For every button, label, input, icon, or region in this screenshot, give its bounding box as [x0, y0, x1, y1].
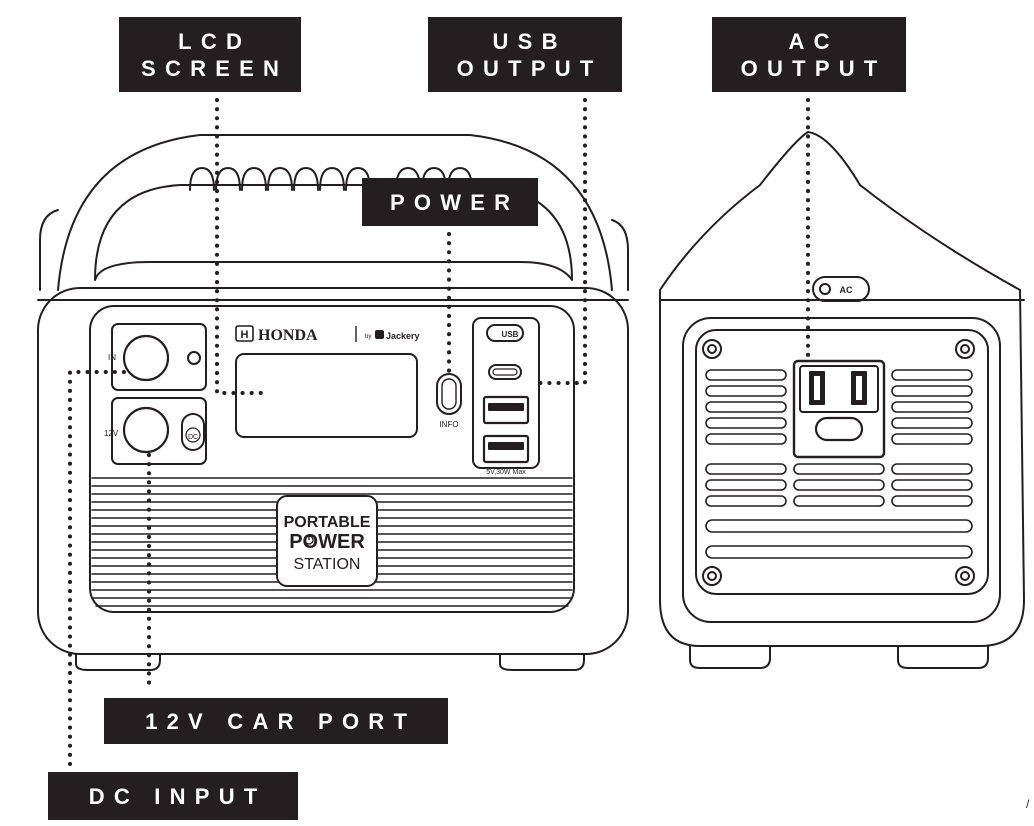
leader-lcd [215, 98, 264, 395]
right-bumper [611, 219, 629, 291]
power-button [436, 373, 462, 415]
badge-line-2: POWER [289, 531, 365, 553]
front-panel [89, 305, 575, 613]
callout-car-port-text: 12V CAR PORT [145, 708, 417, 734]
side-vents [705, 369, 973, 559]
callout-power: POWER [362, 178, 538, 226]
honda-logo-icon: H [241, 329, 249, 341]
side-body [659, 131, 1025, 647]
callout-lcd-line-1: LCD [178, 28, 252, 54]
brand-name: HONDA [258, 327, 318, 344]
in-label: IN [108, 353, 116, 362]
badge-plate [276, 495, 378, 587]
dc-in-led [187, 351, 201, 365]
side-grille-area [695, 329, 989, 595]
dc-in-port-frame [111, 323, 207, 391]
callout-usb-line-2: OUTPUT [456, 55, 603, 81]
ac-switch [812, 276, 870, 302]
screws [702, 339, 975, 586]
callout-ac-line-2: OUTPUT [740, 55, 887, 81]
front-view [37, 134, 629, 671]
usb-label: USB [502, 330, 519, 339]
car-port-frame [111, 397, 207, 465]
info-label: INFO [439, 420, 458, 429]
partner-name: Jackery [386, 331, 420, 341]
ac-outlet-frame [792, 359, 886, 459]
callout-lcd-screen: LCD SCREEN [119, 17, 301, 92]
power-glyph-icon [304, 534, 314, 545]
usb-a-port-1 [482, 395, 530, 425]
leader-lines [68, 98, 810, 766]
callout-usb-line-1: USB [492, 28, 567, 54]
side-panel [682, 317, 1001, 623]
callout-dc-input: DC INPUT [48, 772, 298, 820]
usb-c-port [488, 364, 522, 380]
dc-in-port [122, 334, 170, 382]
car-port [122, 406, 170, 454]
handle-inner [94, 184, 573, 281]
ac-label: AC [840, 285, 853, 295]
usb-port-frame [472, 317, 540, 469]
callout-ac-output: AC OUTPUT [712, 17, 906, 92]
front-body [37, 287, 629, 655]
left-bumper [39, 209, 59, 291]
leader-dc-input [68, 370, 126, 766]
corner-mark: / [1026, 797, 1030, 811]
callout-car-port: 12V CAR PORT [104, 698, 448, 744]
lcd-screen [235, 353, 418, 438]
badge-line-3: STATION [294, 556, 361, 573]
callout-usb-output: USB OUTPUT [428, 17, 622, 92]
front-foot-left [75, 653, 161, 671]
by-text: by [365, 334, 371, 340]
device-labels: H HONDA by Jackery IN 12V DC INFO USB 5V… [104, 285, 1030, 811]
side-foot-left [689, 645, 771, 669]
side-foot-right [897, 645, 989, 669]
v12-label: 12V [104, 429, 119, 438]
badge-line-1: PORTABLE [284, 514, 371, 531]
side-view [659, 131, 1025, 669]
callout-lcd-line-2: SCREEN [141, 55, 289, 81]
callout-power-text: POWER [389, 189, 520, 215]
callout-dc-input-text: DC INPUT [88, 783, 267, 809]
usb-spec: 5V,30W Max [486, 469, 526, 476]
front-foot-right [499, 653, 585, 671]
usb-label-pill [486, 324, 524, 342]
jackery-logo-icon [375, 330, 384, 339]
dc-label: DC [188, 434, 198, 441]
handle-outer [57, 134, 613, 291]
usb-a-port-2 [482, 434, 530, 464]
leader-usb [536, 98, 587, 385]
callout-ac-line-1: AC [788, 28, 839, 54]
dc-button [181, 413, 205, 451]
